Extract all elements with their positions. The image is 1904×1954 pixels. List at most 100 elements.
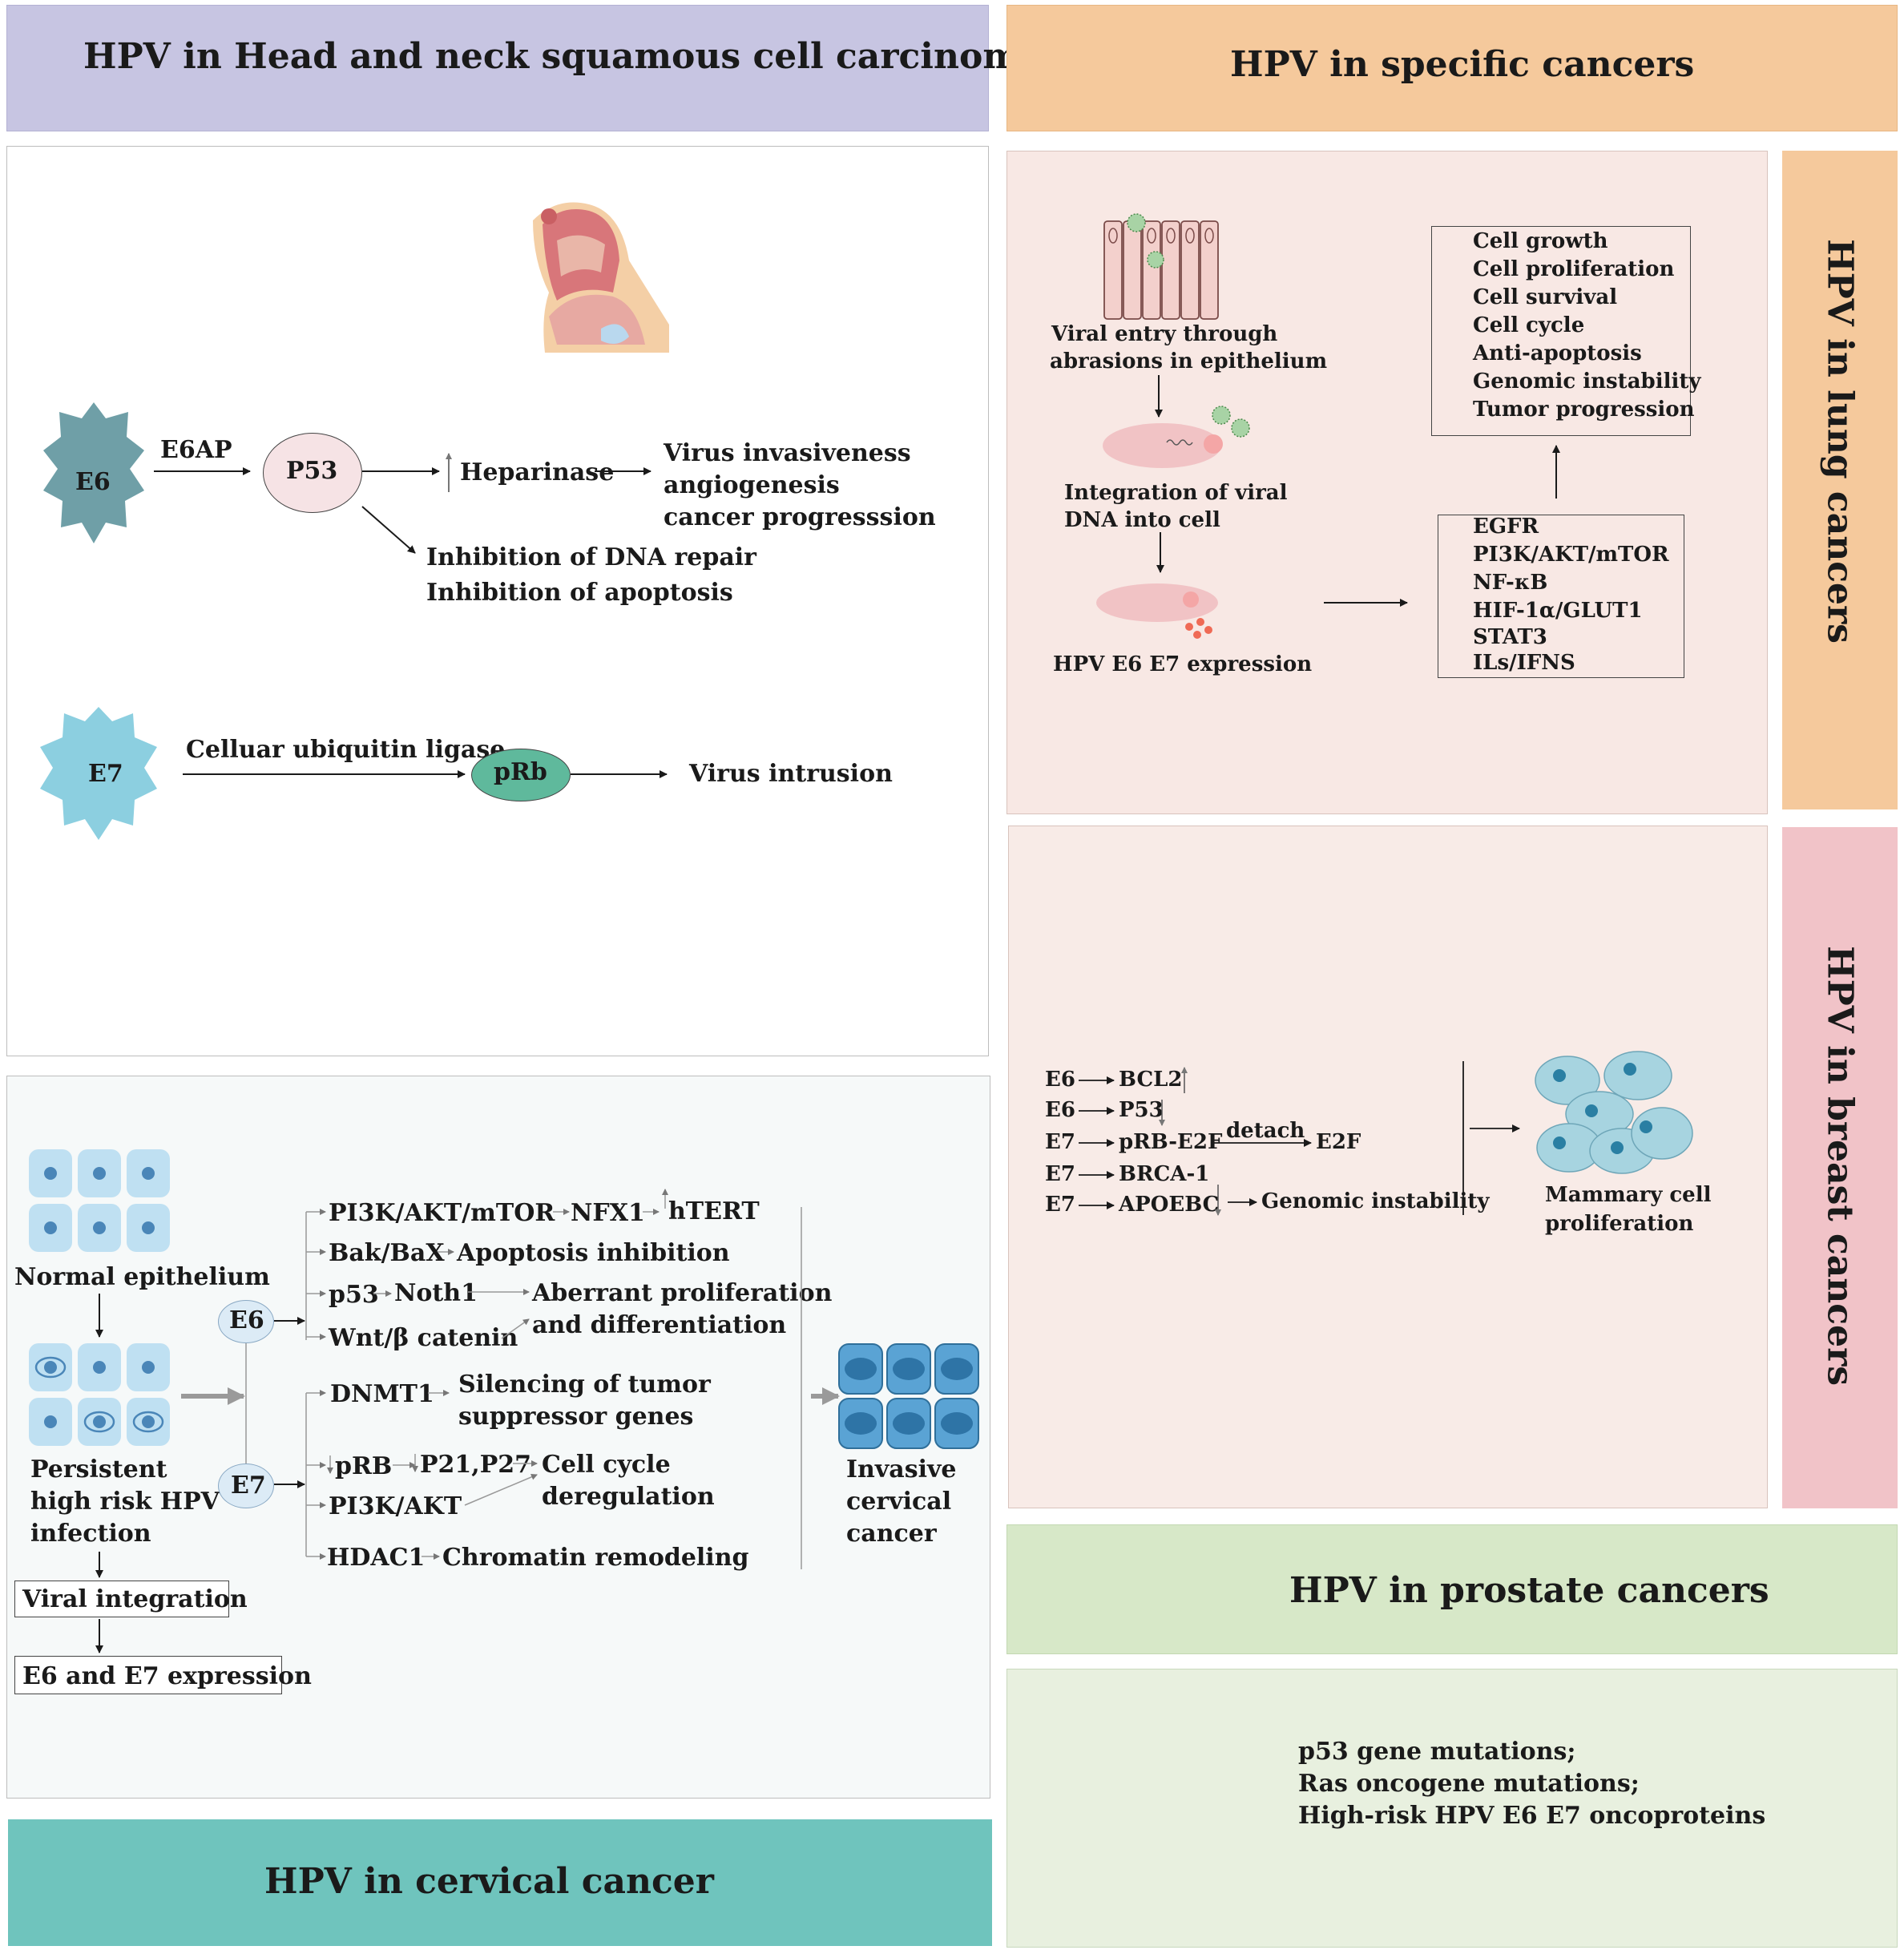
noth1-label: Noth1	[394, 1279, 478, 1307]
lung-step-2a: Integration of viral	[1064, 481, 1288, 505]
breast-row-0-target: BCL2	[1119, 1068, 1183, 1092]
breast-genomic-label: Genomic instability	[1261, 1189, 1490, 1213]
epithelium-cells-icon	[1103, 213, 1219, 320]
viral-integration-cell-icon	[1103, 406, 1250, 468]
lung-pathway-2: NF-κB	[1473, 571, 1548, 595]
head-neck-panel	[6, 146, 989, 1056]
viral-integration-label: Viral integration	[22, 1585, 248, 1613]
hpv-expression-cell-icon	[1096, 583, 1218, 639]
invasive-label-2: cervical	[846, 1488, 952, 1516]
lung-step-2b: DNA into cell	[1064, 508, 1220, 532]
e6ap-label: E6AP	[160, 436, 232, 464]
apoptosis-inhibition-cervical-label: Apoptosis inhibition	[457, 1239, 730, 1267]
dna-repair-inhibition-label: Inhibition of DNA repair	[426, 543, 756, 571]
lung-pathway-4: STAT3	[1473, 625, 1547, 649]
breast-row-1-src: E6	[1045, 1098, 1075, 1122]
prb-label: pRb	[494, 758, 547, 786]
e6-e7-expression-label: E6 and E7 expression	[22, 1662, 312, 1690]
lung-step-1a: Viral entry through	[1051, 322, 1278, 346]
htert-label: hTERT	[668, 1197, 760, 1225]
invasive-label-3: cancer	[846, 1520, 937, 1548]
breast-band	[1782, 827, 1898, 1508]
lung-band	[1782, 151, 1898, 809]
e6-e7-expression-box	[14, 1656, 282, 1694]
nfx1-label: NFX1	[571, 1199, 645, 1227]
invasive-cancer-icon	[838, 1343, 979, 1449]
cell-cycle-label-2: deregulation	[542, 1483, 715, 1511]
virus-intrusion-label: Virus intrusion	[689, 760, 893, 788]
p53-node	[263, 433, 362, 513]
prostate-item-2: High-risk HPV E6 E7 oncoproteins	[1298, 1802, 1766, 1830]
virus-invasiveness-label: Virus invasiveness	[664, 439, 911, 467]
silencing-label-1: Silencing of tumor	[458, 1371, 711, 1399]
ubiquitin-ligase-label: Celluar ubiquitin ligase	[186, 736, 506, 764]
lung-step-3: HPV E6 E7 expression	[1053, 652, 1313, 676]
lung-pathway-3: HIF-1α/GLUT1	[1473, 599, 1643, 623]
specific-title: HPV in specific cancers	[1230, 44, 1695, 85]
prostate-item-0: p53 gene mutations;	[1298, 1738, 1576, 1766]
breast-detach-label: detach	[1226, 1119, 1305, 1143]
cervical-e6-label: E6	[229, 1306, 264, 1334]
e7-protein-icon	[40, 707, 157, 840]
lung-effect-0: Cell growth	[1473, 229, 1608, 253]
lung-pathway-5: ILs/IFNS	[1473, 651, 1575, 675]
mammary-cells-icon	[1535, 1051, 1693, 1174]
lung-pathway-0: EGFR	[1473, 515, 1539, 539]
lung-effect-2: Cell survival	[1473, 285, 1618, 309]
cell-cycle-label-1: Cell cycle	[542, 1451, 671, 1479]
mammary-label-1: Mammary cell	[1545, 1183, 1712, 1207]
prostate-title: HPV in prostate cancers	[1289, 1570, 1769, 1611]
hdac1-label: HDAC1	[327, 1544, 426, 1572]
prb-cervical-label: pRB	[335, 1452, 393, 1480]
prostate-panel	[1006, 1669, 1898, 1948]
lung-effect-4: Anti-apoptosis	[1473, 341, 1642, 365]
normal-epithelium-icon	[29, 1149, 170, 1252]
cervical-e7-node	[218, 1463, 274, 1508]
head-neck-band: HPV in Head and neck squamous cell carci…	[6, 5, 1063, 131]
breast-row-0-src: E6	[1045, 1068, 1075, 1092]
cervical-e6-node	[218, 1300, 274, 1343]
heparinase-label: Heparinase	[460, 458, 615, 486]
persistent-label-1: Persistent	[30, 1455, 167, 1484]
breast-row-1-target: P53	[1119, 1098, 1164, 1122]
lung-effects-box	[1431, 226, 1691, 436]
silencing-label-2: suppressor genes	[458, 1403, 694, 1431]
lung-effect-3: Cell cycle	[1473, 313, 1585, 337]
aberrant-label-2: and differentiation	[532, 1311, 787, 1339]
breast-row-3-target: BRCA-1	[1119, 1162, 1210, 1186]
e6-node-label: E6	[75, 468, 111, 496]
breast-title: HPV in breast cancers	[1819, 946, 1861, 1387]
infected-epithelium-icon	[29, 1343, 170, 1446]
angiogenesis-label: angiogenesis	[664, 471, 840, 499]
lung-effect-6: Tumor progression	[1473, 398, 1695, 422]
cervical-band: HPV in cervical cancer	[8, 1819, 992, 1946]
breast-row-3-src: E7	[1045, 1162, 1075, 1186]
lung-pathway-1: PI3K/AKT/mTOR	[1473, 543, 1669, 567]
cervical-e7-label: E7	[231, 1472, 266, 1500]
normal-epithelium-label: Normal epithelium	[14, 1263, 270, 1291]
p53-cervical-label: p53	[329, 1281, 379, 1309]
persistent-label-2: high risk HPV	[30, 1488, 220, 1516]
p53-label: P53	[286, 457, 338, 485]
invasive-label-1: Invasive	[846, 1455, 957, 1484]
lung-pathways-box	[1438, 515, 1684, 678]
breast-e2f-label: E2F	[1316, 1130, 1361, 1154]
persistent-label-3: infection	[30, 1520, 151, 1548]
wnt-catenin-label: Wnt/β catenin	[329, 1324, 518, 1352]
lung-title: HPV in lung cancers	[1819, 239, 1861, 644]
head-anatomy-icon	[533, 202, 669, 353]
mammary-label-2: proliferation	[1545, 1212, 1694, 1236]
pi3k-mtor-label: PI3K/AKT/mTOR	[329, 1199, 555, 1227]
apoptosis-inhibition-label: Inhibition of apoptosis	[426, 579, 733, 607]
lung-step-1b: abrasions in epithelium	[1050, 349, 1328, 373]
chromatin-label: Chromatin remodeling	[442, 1544, 749, 1572]
lung-effect-5: Genomic instability	[1473, 369, 1701, 394]
aberrant-label-1: Aberrant proliferation	[532, 1279, 833, 1307]
specific-band: HPV in specific cancers	[1006, 5, 1898, 131]
breast-row-2-target: pRB-E2F	[1119, 1130, 1223, 1154]
prb-node	[471, 749, 571, 801]
head-neck-title: HPV in Head and neck squamous cell carci…	[83, 36, 1063, 77]
cancer-progression-label: cancer progresssion	[664, 503, 936, 531]
breast-row-4-target: APOEBC	[1119, 1193, 1220, 1217]
cervical-title: HPV in cervical cancer	[264, 1861, 714, 1902]
